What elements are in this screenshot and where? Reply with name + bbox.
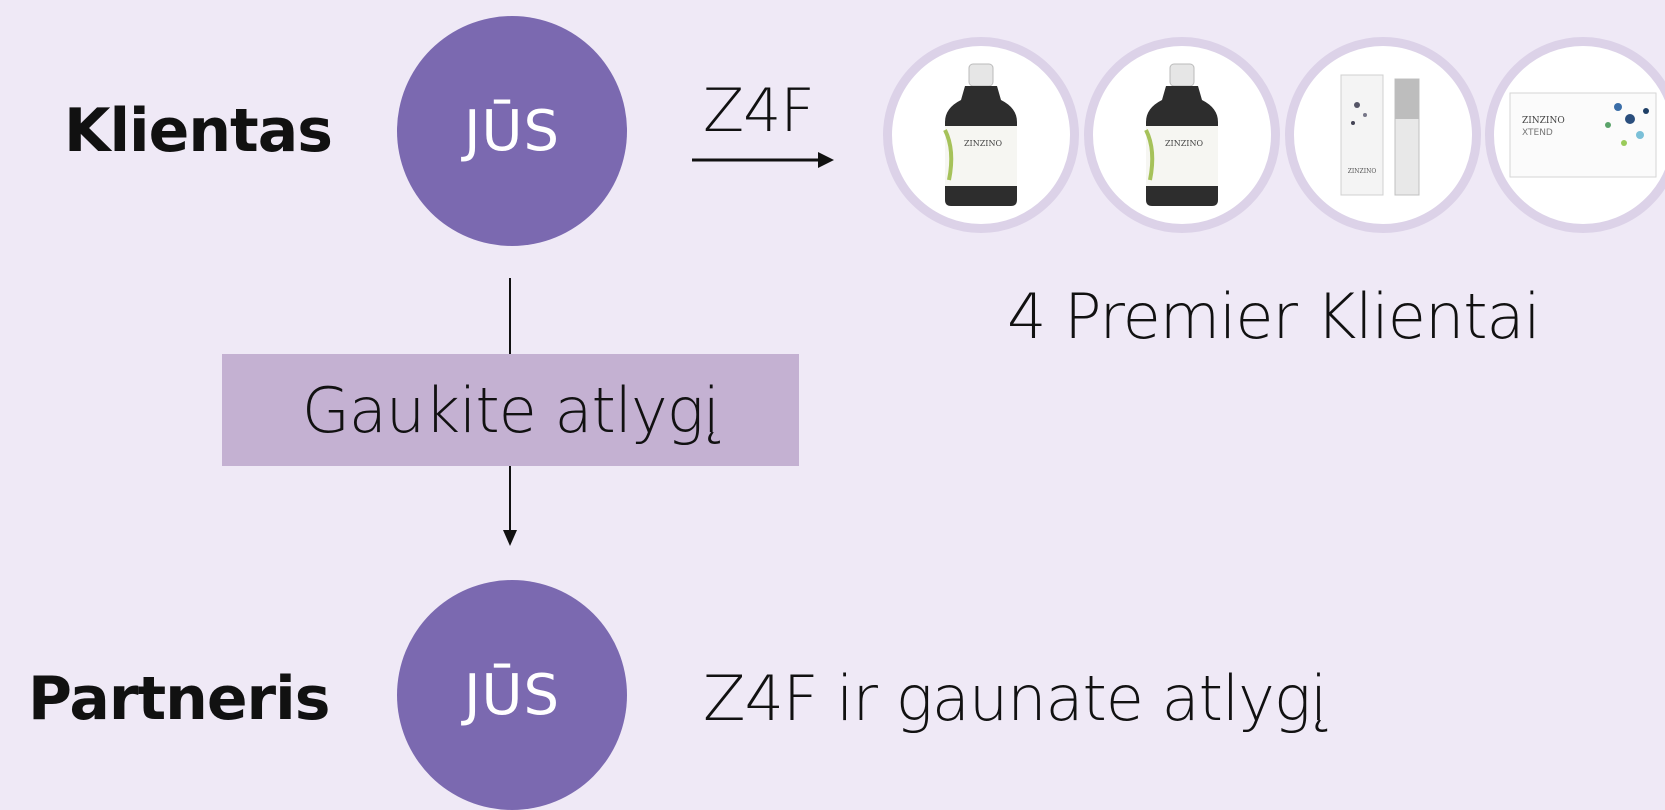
product-bottle-1: ZINZINO <box>883 37 1079 233</box>
bottle-icon: ZINZINO <box>943 63 1017 206</box>
right-arrow-icon <box>692 152 834 168</box>
partner-description-text: Z4F ir gaunate atlygį <box>703 662 1327 735</box>
serum-icon: ZINZINO <box>1340 74 1420 196</box>
reward-box: Gaukite atlygį <box>222 354 799 466</box>
product-bottle-2: ZINZINO <box>1084 37 1280 233</box>
z4f-arrow-label: Z4F <box>703 76 815 146</box>
product-sub-text: XTEND <box>1522 128 1553 138</box>
partner-you-circle: JŪS <box>397 580 627 810</box>
product-brand-text: ZINZINO <box>964 139 1002 148</box>
product-brand-text: ZINZINO <box>1165 139 1203 148</box>
product-brand-text: ZINZINO <box>1348 168 1377 175</box>
premier-clients-text: 4 Premier Klientai <box>1007 280 1541 353</box>
product-serum: ZINZINO <box>1285 37 1481 233</box>
partner-you-label: JŪS <box>463 662 561 728</box>
client-role-label: Klientas <box>64 96 333 166</box>
box-icon: ZINZINO XTEND <box>1509 92 1657 178</box>
connector-line-top <box>509 278 511 354</box>
reward-box-label: Gaukite atlygį <box>301 373 720 447</box>
client-you-circle: JŪS <box>397 16 627 246</box>
down-arrow-icon <box>503 466 517 546</box>
product-brand-text: ZINZINO <box>1522 116 1565 126</box>
product-xtend-box: ZINZINO XTEND <box>1485 37 1665 233</box>
partner-role-label: Partneris <box>28 664 330 734</box>
bottle-icon: ZINZINO <box>1144 63 1218 206</box>
client-you-label: JŪS <box>463 98 561 164</box>
